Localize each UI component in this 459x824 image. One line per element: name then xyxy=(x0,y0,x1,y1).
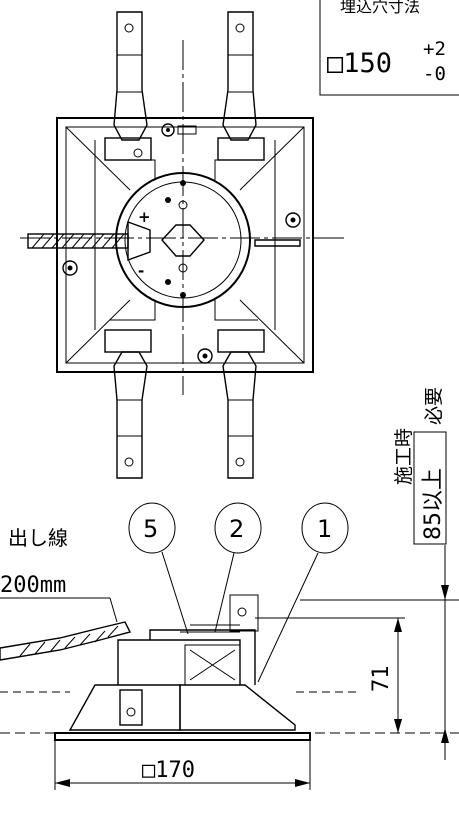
callout-5 xyxy=(128,502,176,554)
spring-clip-top-right xyxy=(217,11,265,161)
width-dimension: □170 xyxy=(142,758,195,783)
screw-right xyxy=(285,212,301,228)
screw-top xyxy=(161,123,197,137)
construction-space-note: 施工時 85以上 必要 xyxy=(300,387,459,760)
lead-wire-side xyxy=(0,621,132,661)
screw-left xyxy=(62,260,78,276)
height-dimension: 71 xyxy=(369,666,394,693)
embed-hole-spec-box: 埋込穴寸法 □150 +2 -0 xyxy=(319,0,459,96)
embed-hole-value: □150 xyxy=(327,48,392,79)
svg-text:1: 1 xyxy=(317,515,332,543)
lead-wire-note: 出し線 200mm xyxy=(0,526,118,623)
spring-clip-bottom-left xyxy=(104,329,152,479)
svg-text:2: 2 xyxy=(229,515,244,543)
plus-sign: + xyxy=(138,208,151,226)
lead-wire-label: 出し線 xyxy=(8,526,68,550)
lead-wire-plan xyxy=(27,233,129,249)
embed-hole-title: 埋込穴寸法 xyxy=(340,0,420,16)
required-word: 必要 xyxy=(423,387,445,425)
svg-text:5: 5 xyxy=(143,515,158,543)
center-bracket xyxy=(161,224,205,257)
spring-clip-bottom-right xyxy=(217,329,265,479)
bezel-flange xyxy=(54,732,311,741)
terminal-block xyxy=(127,221,151,261)
spring-clip-top-left xyxy=(104,11,152,161)
housing-inner-circle xyxy=(124,181,242,299)
callout-1 xyxy=(301,502,349,554)
construction-time-label: 施工時 xyxy=(393,428,415,485)
plan-view: + - xyxy=(20,11,345,479)
embed-hole-tol-minus: -0 xyxy=(423,63,446,85)
plan-outer-frame xyxy=(56,117,314,373)
lead-wire-length: 200mm xyxy=(0,573,66,598)
callout-2 xyxy=(214,502,262,554)
housing-outer-circle xyxy=(115,172,251,308)
required-value: 85以上 xyxy=(421,468,446,540)
callouts: 5 2 1 xyxy=(128,502,349,683)
plan-inner-frame xyxy=(65,126,305,364)
side-elevation: 71 □170 xyxy=(0,594,459,790)
minus-sign: - xyxy=(138,262,144,280)
embed-hole-tol-plus: +2 xyxy=(423,38,446,60)
screw-bottom xyxy=(197,348,213,364)
